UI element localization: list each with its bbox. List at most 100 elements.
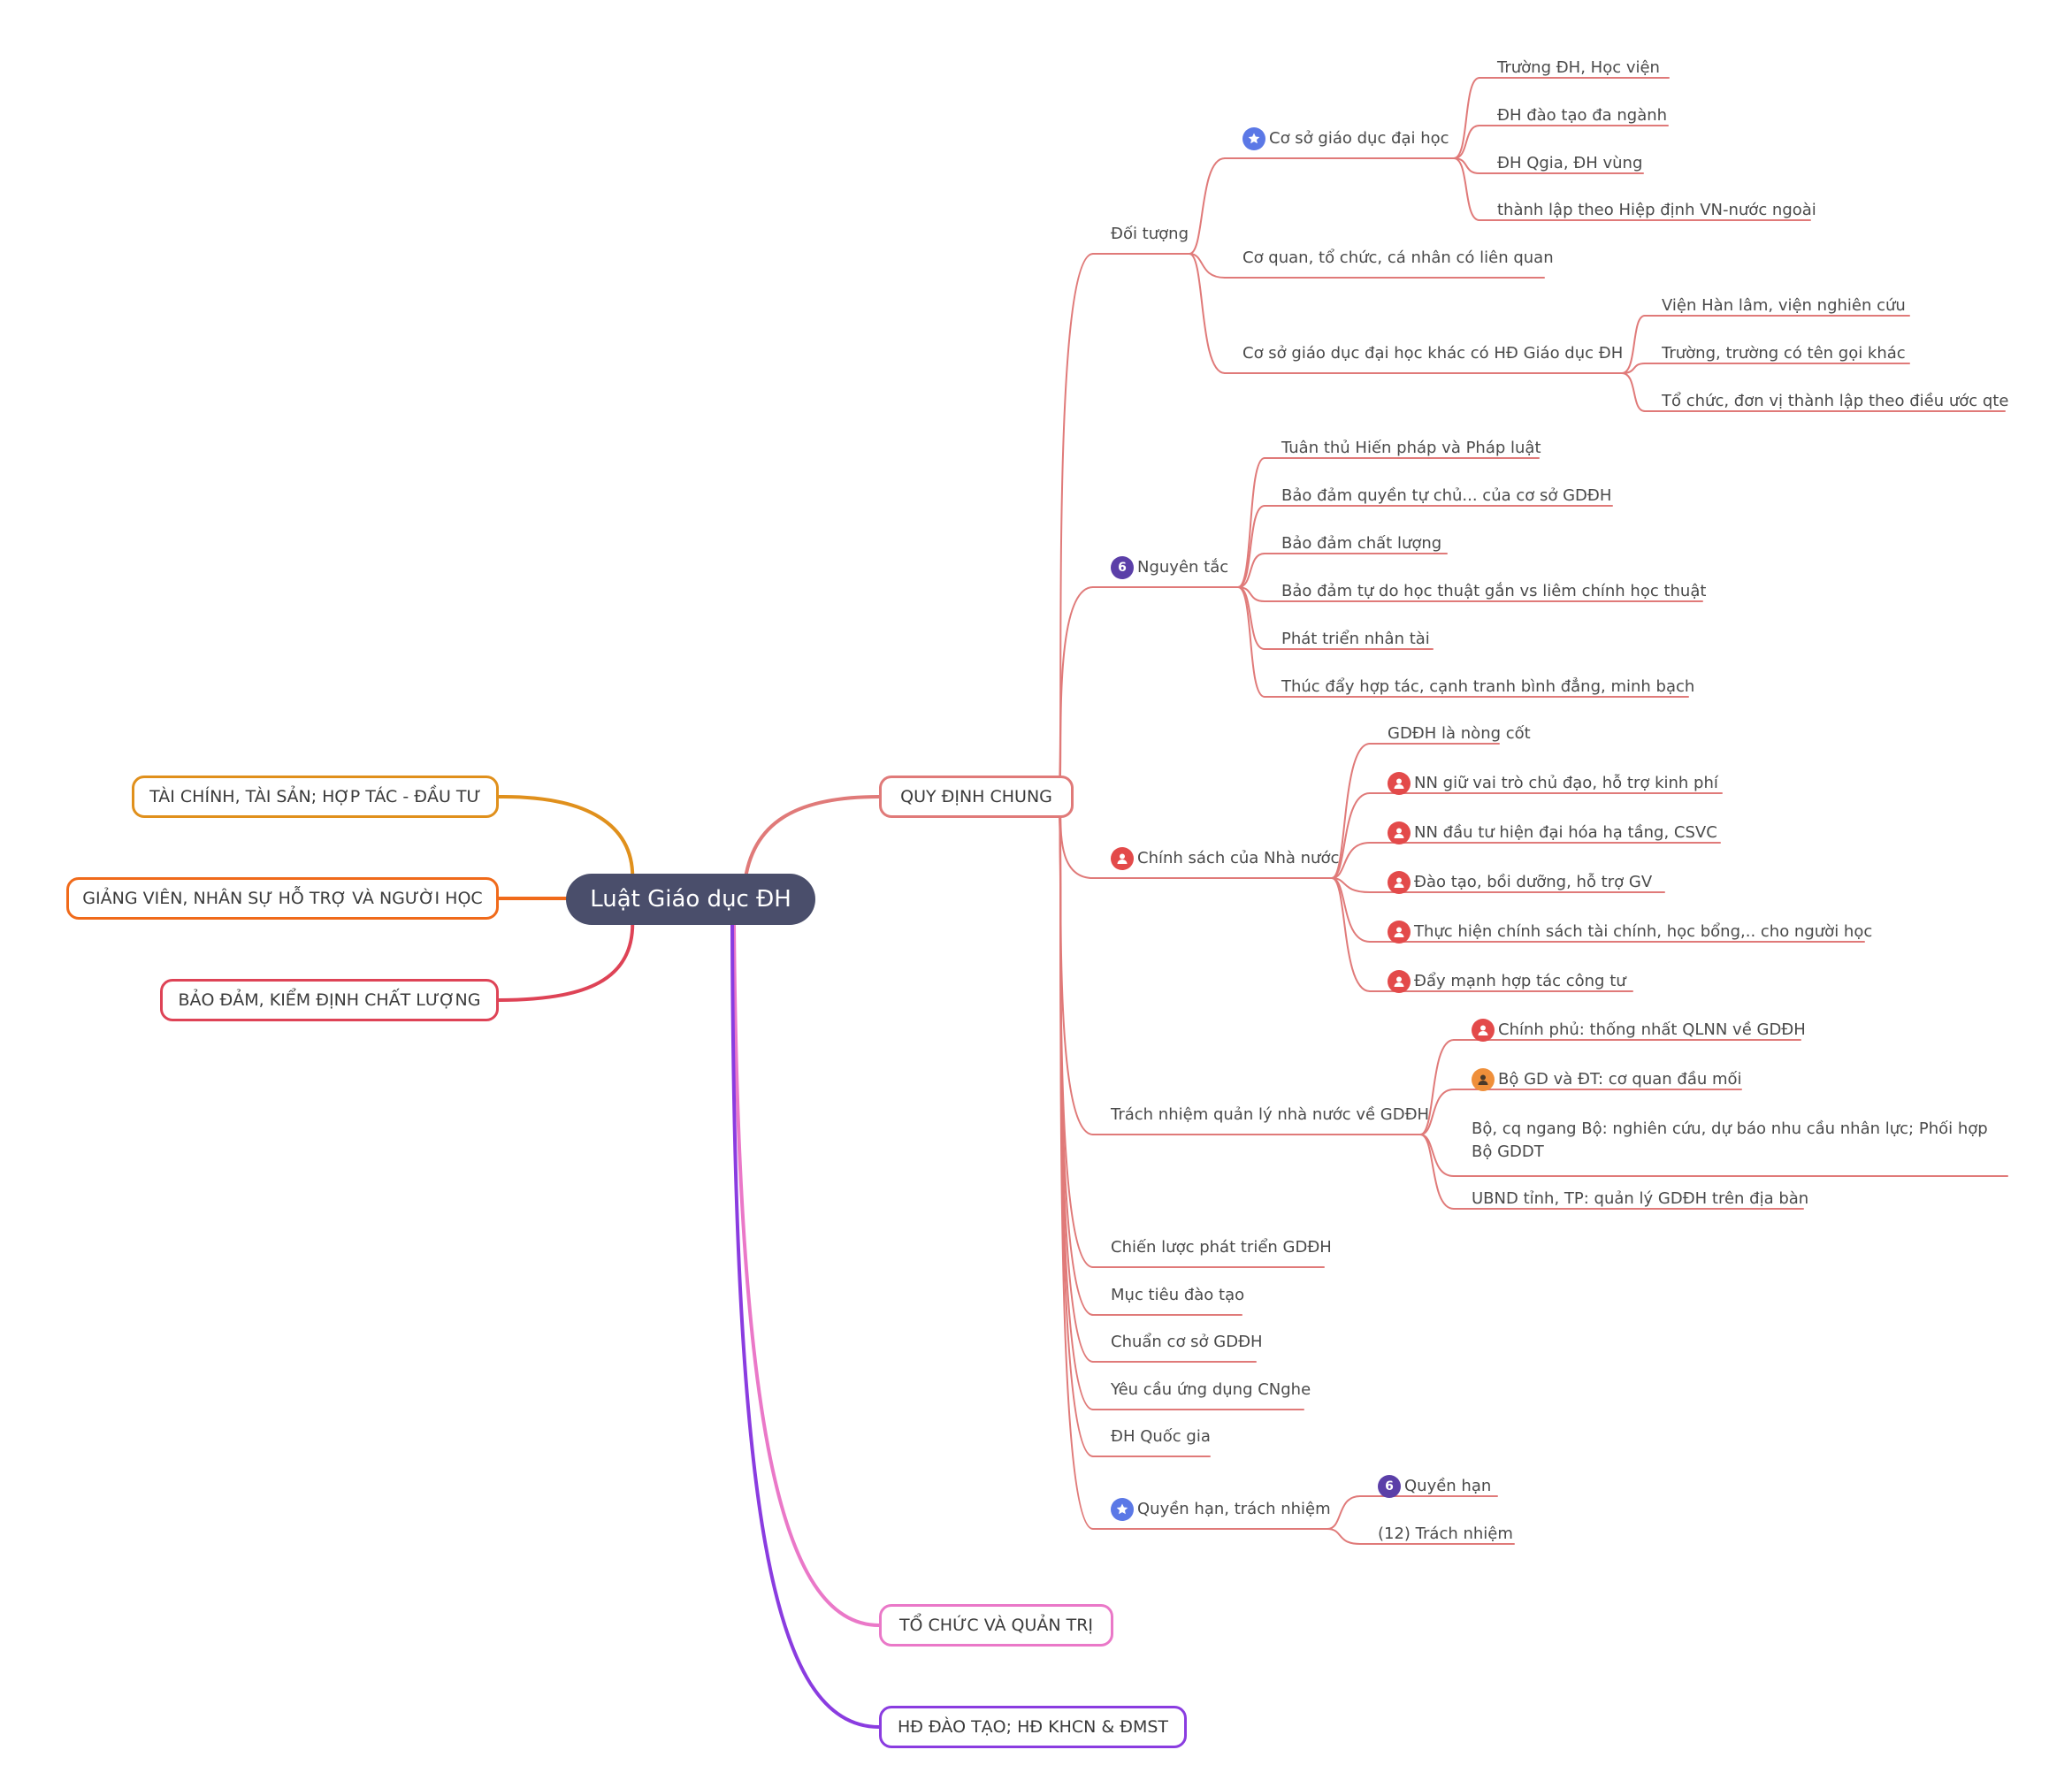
topic-nguyen-tac-3[interactable]: Bảo đảm chất lượng bbox=[1281, 532, 1441, 555]
link-quyen-han-child-0 bbox=[1327, 1495, 1361, 1530]
topic-bo-gd-dt[interactable]: Bộ GD và ĐT: cơ quan đầu mối bbox=[1472, 1068, 1742, 1091]
link-nguyen-tac-child-5 bbox=[1237, 586, 1265, 698]
topic-trach-nhiem-qlnn[interactable]: Trách nhiệm quản lý nhà nước về GDĐH bbox=[1111, 1104, 1429, 1127]
topic-label: Bộ GD và ĐT: cơ quan đầu mối bbox=[1498, 1070, 1742, 1089]
topic-label: Cơ quan, tổ chức, cá nhân có liên quan bbox=[1242, 248, 1554, 267]
topic-label: Tuân thủ Hiến pháp và Pháp luật bbox=[1281, 439, 1541, 457]
topic-nguyen-tac-6[interactable]: Thúc đẩy hợp tác, cạnh tranh bình đẳng, … bbox=[1281, 676, 1694, 699]
topic-label: Đối tượng bbox=[1111, 225, 1189, 243]
link-doi-tuong-child-2 bbox=[1189, 253, 1226, 374]
topic-quyen-han[interactable]: Quyền hạn, trách nhiệm bbox=[1111, 1498, 1331, 1521]
person-icon bbox=[1111, 847, 1134, 870]
topic-nguyen-tac-4[interactable]: Bảo đảm tự do học thuật gắn vs liêm chín… bbox=[1281, 580, 1706, 603]
topic-chien-luoc[interactable]: Chiến lược phát triển GDĐH bbox=[1111, 1236, 1332, 1259]
topic-dh-da-nganh[interactable]: ĐH đào tạo đa ngành bbox=[1497, 104, 1667, 127]
topic-nguyen-tac-5[interactable]: Phát triển nhân tài bbox=[1281, 628, 1430, 651]
topic-chinh-sach-1[interactable]: GDĐH là nòng cốt bbox=[1388, 722, 1531, 745]
link-trach-nhiem-child-3 bbox=[1419, 1134, 1455, 1210]
number-badge-icon: 6 bbox=[1111, 556, 1134, 579]
topic-label: Mục tiêu đào tạo bbox=[1111, 1286, 1245, 1304]
topic-chinh-phu[interactable]: Chính phủ: thống nhất QLNN về GDĐH bbox=[1472, 1019, 1806, 1042]
topic-label: Thực hiện chính sách tài chính, học bổng… bbox=[1414, 922, 1873, 941]
topic-label: ĐH Qgia, ĐH vùng bbox=[1497, 154, 1643, 172]
topic-label: Trường ĐH, Học viện bbox=[1497, 58, 1660, 77]
branch-bao-dam[interactable]: BẢO ĐẢM, KIỂM ĐỊNH CHẤT LƯỢNG bbox=[160, 979, 499, 1021]
topic-label: Bộ, cq ngang Bộ: nghiên cứu, dự báo nhu … bbox=[1472, 1119, 1988, 1161]
topic-quyen-han-sub[interactable]: 6 Quyền hạn bbox=[1378, 1475, 1491, 1498]
topic-trach-nhiem-sub[interactable]: (12) Trách nhiệm bbox=[1378, 1523, 1513, 1546]
link-co-so-child-1 bbox=[1453, 125, 1480, 159]
topic-label: Cơ sở giáo dục đại học khác có HĐ Giáo d… bbox=[1242, 344, 1624, 363]
person-icon bbox=[1472, 1019, 1495, 1042]
topic-label: Chuẩn cơ sở GDĐH bbox=[1111, 1333, 1263, 1351]
topic-bo-cq-ngang-bo[interactable]: Bộ, cq ngang Bộ: nghiên cứu, dự báo nhu … bbox=[1472, 1118, 1993, 1164]
link-chinh-sach-child-5 bbox=[1331, 877, 1371, 992]
topic-nguyen-tac-1[interactable]: Tuân thủ Hiến pháp và Pháp luật bbox=[1281, 437, 1541, 460]
link-chinh-sach-child-1 bbox=[1331, 792, 1371, 879]
topic-dh-quoc-gia[interactable]: ĐH Quốc gia bbox=[1111, 1425, 1211, 1448]
topic-chinh-sach-2[interactable]: NN giữ vai trò chủ đạo, hỗ trợ kinh phí bbox=[1388, 772, 1718, 795]
root-topic[interactable]: Luật Giáo dục ĐH bbox=[566, 874, 815, 925]
branch-giang-vien[interactable]: GIẢNG VIÊN, NHÂN SỰ HỖ TRỢ VÀ NGƯỜI HỌC bbox=[66, 877, 499, 920]
topic-vien-han-lam[interactable]: Viện Hàn lâm, viện nghiên cứu bbox=[1662, 294, 1906, 317]
branch-to-chuc[interactable]: TỔ CHỨC VÀ QUẢN TRỊ bbox=[879, 1604, 1113, 1647]
branch-hd-dao-tao[interactable]: HĐ ĐÀO TẠO; HĐ KHCN & ĐMST bbox=[879, 1706, 1187, 1748]
topic-label: Bảo đảm quyền tự chủ... của cơ sở GDĐH bbox=[1281, 486, 1612, 505]
link-tai-chinh bbox=[497, 794, 635, 886]
star-icon bbox=[1111, 1498, 1134, 1521]
link-quyen-han bbox=[1057, 796, 1094, 1530]
topic-chinh-sach[interactable]: Chính sách của Nhà nước bbox=[1111, 847, 1339, 870]
person-icon bbox=[1388, 970, 1411, 993]
topic-hiep-dinh[interactable]: thành lập theo Hiệp định VN-nước ngoài bbox=[1497, 199, 1816, 222]
topic-co-so-khac[interactable]: Cơ sở giáo dục đại học khác có HĐ Giáo d… bbox=[1242, 342, 1623, 365]
topic-label: ĐH Quốc gia bbox=[1111, 1427, 1211, 1446]
person-icon bbox=[1388, 772, 1411, 795]
link-co-so-khac-child-2 bbox=[1621, 372, 1646, 412]
link-quyen-han-child-1 bbox=[1327, 1528, 1361, 1545]
topic-nguyen-tac-2[interactable]: Bảo đảm quyền tự chủ... của cơ sở GDĐH bbox=[1281, 485, 1611, 508]
person-icon bbox=[1388, 921, 1411, 944]
topic-chinh-sach-6[interactable]: Đẩy mạnh hợp tác công tư bbox=[1388, 970, 1626, 993]
link-co-so-child-0 bbox=[1453, 77, 1480, 159]
topic-label: Chính sách của Nhà nước bbox=[1137, 849, 1340, 867]
topic-truong-ten-khac[interactable]: Trường, trường có tên gọi khác bbox=[1662, 342, 1906, 365]
topic-ubnd[interactable]: UBND tỉnh, TP: quản lý GDĐH trên địa bàn bbox=[1472, 1188, 1808, 1211]
link-trach-nhiem-child-2 bbox=[1419, 1134, 1455, 1177]
topic-label: GDĐH là nòng cốt bbox=[1388, 724, 1531, 743]
link-bao-dam bbox=[497, 914, 635, 1002]
link-co-so-child-3 bbox=[1453, 157, 1480, 221]
topic-nguyen-tac[interactable]: 6 Nguyên tắc bbox=[1111, 556, 1228, 579]
branch-quy-dinh-chung[interactable]: QUY ĐỊNH CHUNG bbox=[879, 776, 1074, 818]
person-icon bbox=[1388, 871, 1411, 894]
topic-label: Bảo đảm chất lượng bbox=[1281, 534, 1442, 553]
link-chinh-sach-child-0 bbox=[1331, 743, 1371, 879]
topic-chinh-sach-5[interactable]: Thực hiện chính sách tài chính, học bổng… bbox=[1388, 921, 1872, 944]
branch-tai-chinh[interactable]: TÀI CHÍNH, TÀI SẢN; HỢP TÁC - ĐẦU TƯ bbox=[132, 776, 499, 818]
topic-label: Đẩy mạnh hợp tác công tư bbox=[1414, 972, 1626, 990]
topic-dieu-uoc-qte[interactable]: Tổ chức, đơn vị thành lập theo điều ước … bbox=[1662, 390, 2008, 413]
star-icon bbox=[1242, 127, 1265, 150]
topic-chinh-sach-4[interactable]: Đào tạo, bồi dưỡng, hỗ trợ GV bbox=[1388, 871, 1652, 894]
topic-label: Chiến lược phát triển GDĐH bbox=[1111, 1238, 1332, 1257]
link-chinh-sach-child-4 bbox=[1331, 877, 1371, 943]
topic-label: NN đầu tư hiện đại hóa hạ tầng, CSVC bbox=[1414, 823, 1717, 842]
topic-yeu-cau-cnghe[interactable]: Yêu cầu ứng dụng CNghe bbox=[1111, 1379, 1311, 1402]
link-quy-dinh bbox=[743, 795, 881, 886]
topic-co-so-gddh[interactable]: Cơ sở giáo dục đại học bbox=[1242, 127, 1449, 150]
topic-co-quan-to-chuc[interactable]: Cơ quan, tổ chức, cá nhân có liên quan bbox=[1242, 247, 1554, 270]
topic-chuan-co-so[interactable]: Chuẩn cơ sở GDĐH bbox=[1111, 1331, 1263, 1354]
number-badge-icon: 6 bbox=[1378, 1475, 1401, 1498]
person-icon bbox=[1388, 821, 1411, 844]
topic-label: Nguyên tắc bbox=[1137, 558, 1229, 577]
topic-dh-qgia[interactable]: ĐH Qgia, ĐH vùng bbox=[1497, 152, 1642, 175]
topic-label: (12) Trách nhiệm bbox=[1378, 1524, 1513, 1543]
topic-label: ĐH đào tạo đa ngành bbox=[1497, 106, 1668, 125]
topic-truong-dh[interactable]: Trường ĐH, Học viện bbox=[1497, 57, 1660, 80]
link-co-so-khac-child-0 bbox=[1621, 315, 1646, 374]
topic-doi-tuong[interactable]: Đối tượng bbox=[1111, 223, 1189, 246]
link-doi-tuong-child-1 bbox=[1189, 253, 1226, 279]
topic-chinh-sach-3[interactable]: NN đầu tư hiện đại hóa hạ tầng, CSVC bbox=[1388, 821, 1717, 844]
topic-muc-tieu[interactable]: Mục tiêu đào tạo bbox=[1111, 1284, 1244, 1307]
